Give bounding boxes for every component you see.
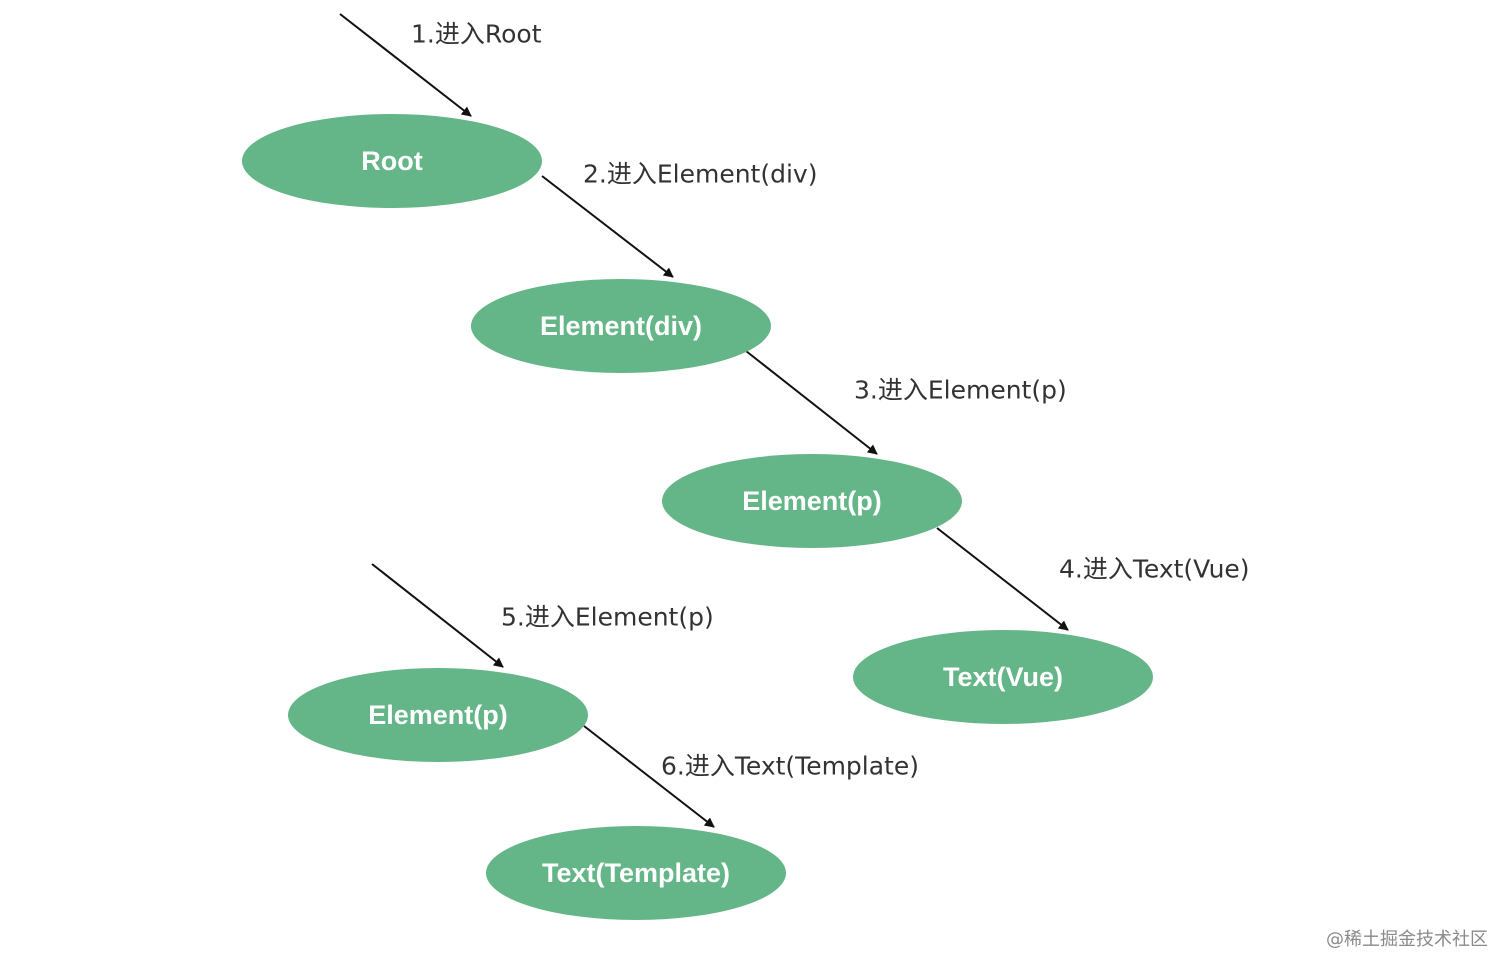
edge-label-2: 2.进入Element(div) <box>583 160 817 189</box>
edge-arrow <box>745 350 878 455</box>
watermark: @稀土掘金技术社区 <box>1326 929 1488 950</box>
node-element-p-2: Element(p) <box>288 668 588 762</box>
node-label: Element(p) <box>742 486 882 516</box>
edge-label-5: 5.进入Element(p) <box>501 603 714 632</box>
node-label: Text(Template) <box>542 858 730 888</box>
node-label: Element(p) <box>368 700 508 730</box>
edge-enter-element-p-2: 5.进入Element(p) <box>371 563 714 668</box>
edge-element-div-to-element-p: 3.进入Element(p) <box>745 350 1067 455</box>
node-label: Root <box>361 146 422 176</box>
edge-label-6: 6.进入Text(Template) <box>661 752 919 781</box>
edge-root-to-element-div: 2.进入Element(div) <box>541 160 817 278</box>
edge-arrow <box>541 175 674 278</box>
edge-element-p-2-to-text-template: 6.进入Text(Template) <box>583 725 919 828</box>
edge-arrow <box>583 725 715 828</box>
node-text-vue: Text(Vue) <box>853 630 1153 724</box>
edge-element-p-to-text-vue: 4.进入Text(Vue) <box>936 527 1250 631</box>
edge-arrow <box>936 527 1069 631</box>
edge-arrow <box>371 563 504 668</box>
edge-enter-root: 1.进入Root <box>339 13 542 117</box>
node-element-p-1: Element(p) <box>662 454 962 548</box>
node-label: Text(Vue) <box>943 662 1063 692</box>
edge-arrow <box>339 13 472 117</box>
node-root: Root <box>242 114 542 208</box>
node-element-div: Element(div) <box>471 279 771 373</box>
edge-label-1: 1.进入Root <box>411 20 542 49</box>
edge-label-4: 4.进入Text(Vue) <box>1059 555 1250 584</box>
node-label: Element(div) <box>540 311 702 341</box>
edge-label-3: 3.进入Element(p) <box>854 376 1067 405</box>
node-text-template: Text(Template) <box>486 826 786 920</box>
